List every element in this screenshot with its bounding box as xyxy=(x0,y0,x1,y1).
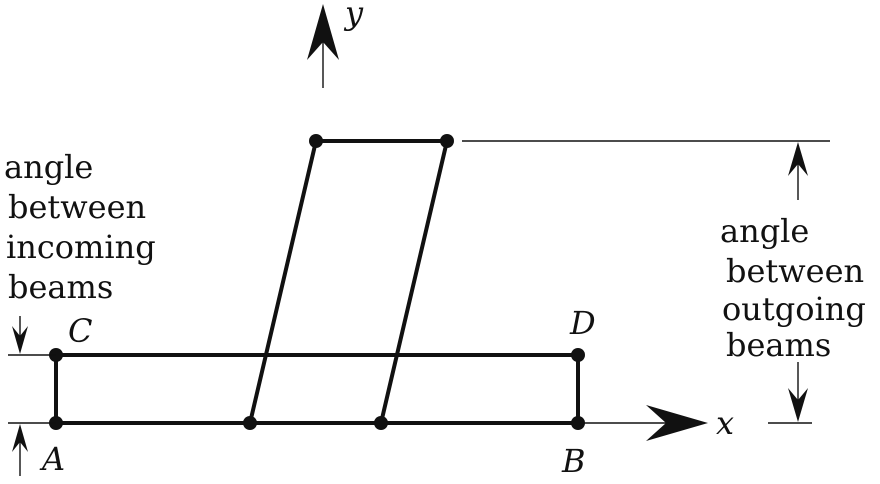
incoming-angle-marker xyxy=(8,316,56,476)
point-c-label: C xyxy=(68,312,92,350)
incoming-line-2: between xyxy=(8,188,146,226)
vertices xyxy=(49,134,585,430)
outgoing-line-3: outgoing xyxy=(722,290,866,328)
incoming-line-4: beams xyxy=(8,268,113,306)
outgoing-angle-marker xyxy=(462,140,830,424)
x-axis-label: x xyxy=(716,404,734,442)
vertex-parallelogram-bottom-left xyxy=(243,416,257,430)
rectangle-abcd xyxy=(54,353,580,425)
x-axis: x xyxy=(54,404,734,442)
y-axis: y xyxy=(307,0,364,88)
parallelogram-left xyxy=(248,139,318,425)
point-d-label: D xyxy=(569,304,596,342)
outgoing-arrow-up-icon xyxy=(788,142,808,176)
outgoing-line-1: angle xyxy=(720,212,809,250)
incoming-line-3: incoming xyxy=(6,228,156,266)
point-b-label: B xyxy=(561,442,586,480)
incoming-arrow-down-icon xyxy=(12,326,28,354)
outgoing-line-2: between xyxy=(726,252,864,290)
vertex-d xyxy=(571,348,585,362)
incoming-line-1: angle xyxy=(4,148,93,186)
x-axis-arrowhead xyxy=(646,405,708,441)
y-axis-label: y xyxy=(343,0,364,32)
vertex-parallelogram-bottom-right xyxy=(374,416,388,430)
parallelogram xyxy=(248,139,449,425)
vertex-b xyxy=(571,416,585,430)
parallelogram-right xyxy=(379,139,449,425)
outgoing-angle-label: angle between outgoing beams xyxy=(720,212,876,364)
vertex-parallelogram-top-right xyxy=(440,134,454,148)
outgoing-line-4: beams xyxy=(726,326,831,364)
incoming-arrow-up-icon xyxy=(12,424,28,452)
incoming-angle-label: angle between incoming beams xyxy=(4,148,166,306)
y-axis-arrowhead xyxy=(307,4,339,60)
vertex-parallelogram-top-left xyxy=(309,134,323,148)
point-a-label: A xyxy=(39,440,65,478)
outgoing-arrow-down-icon xyxy=(788,388,808,422)
